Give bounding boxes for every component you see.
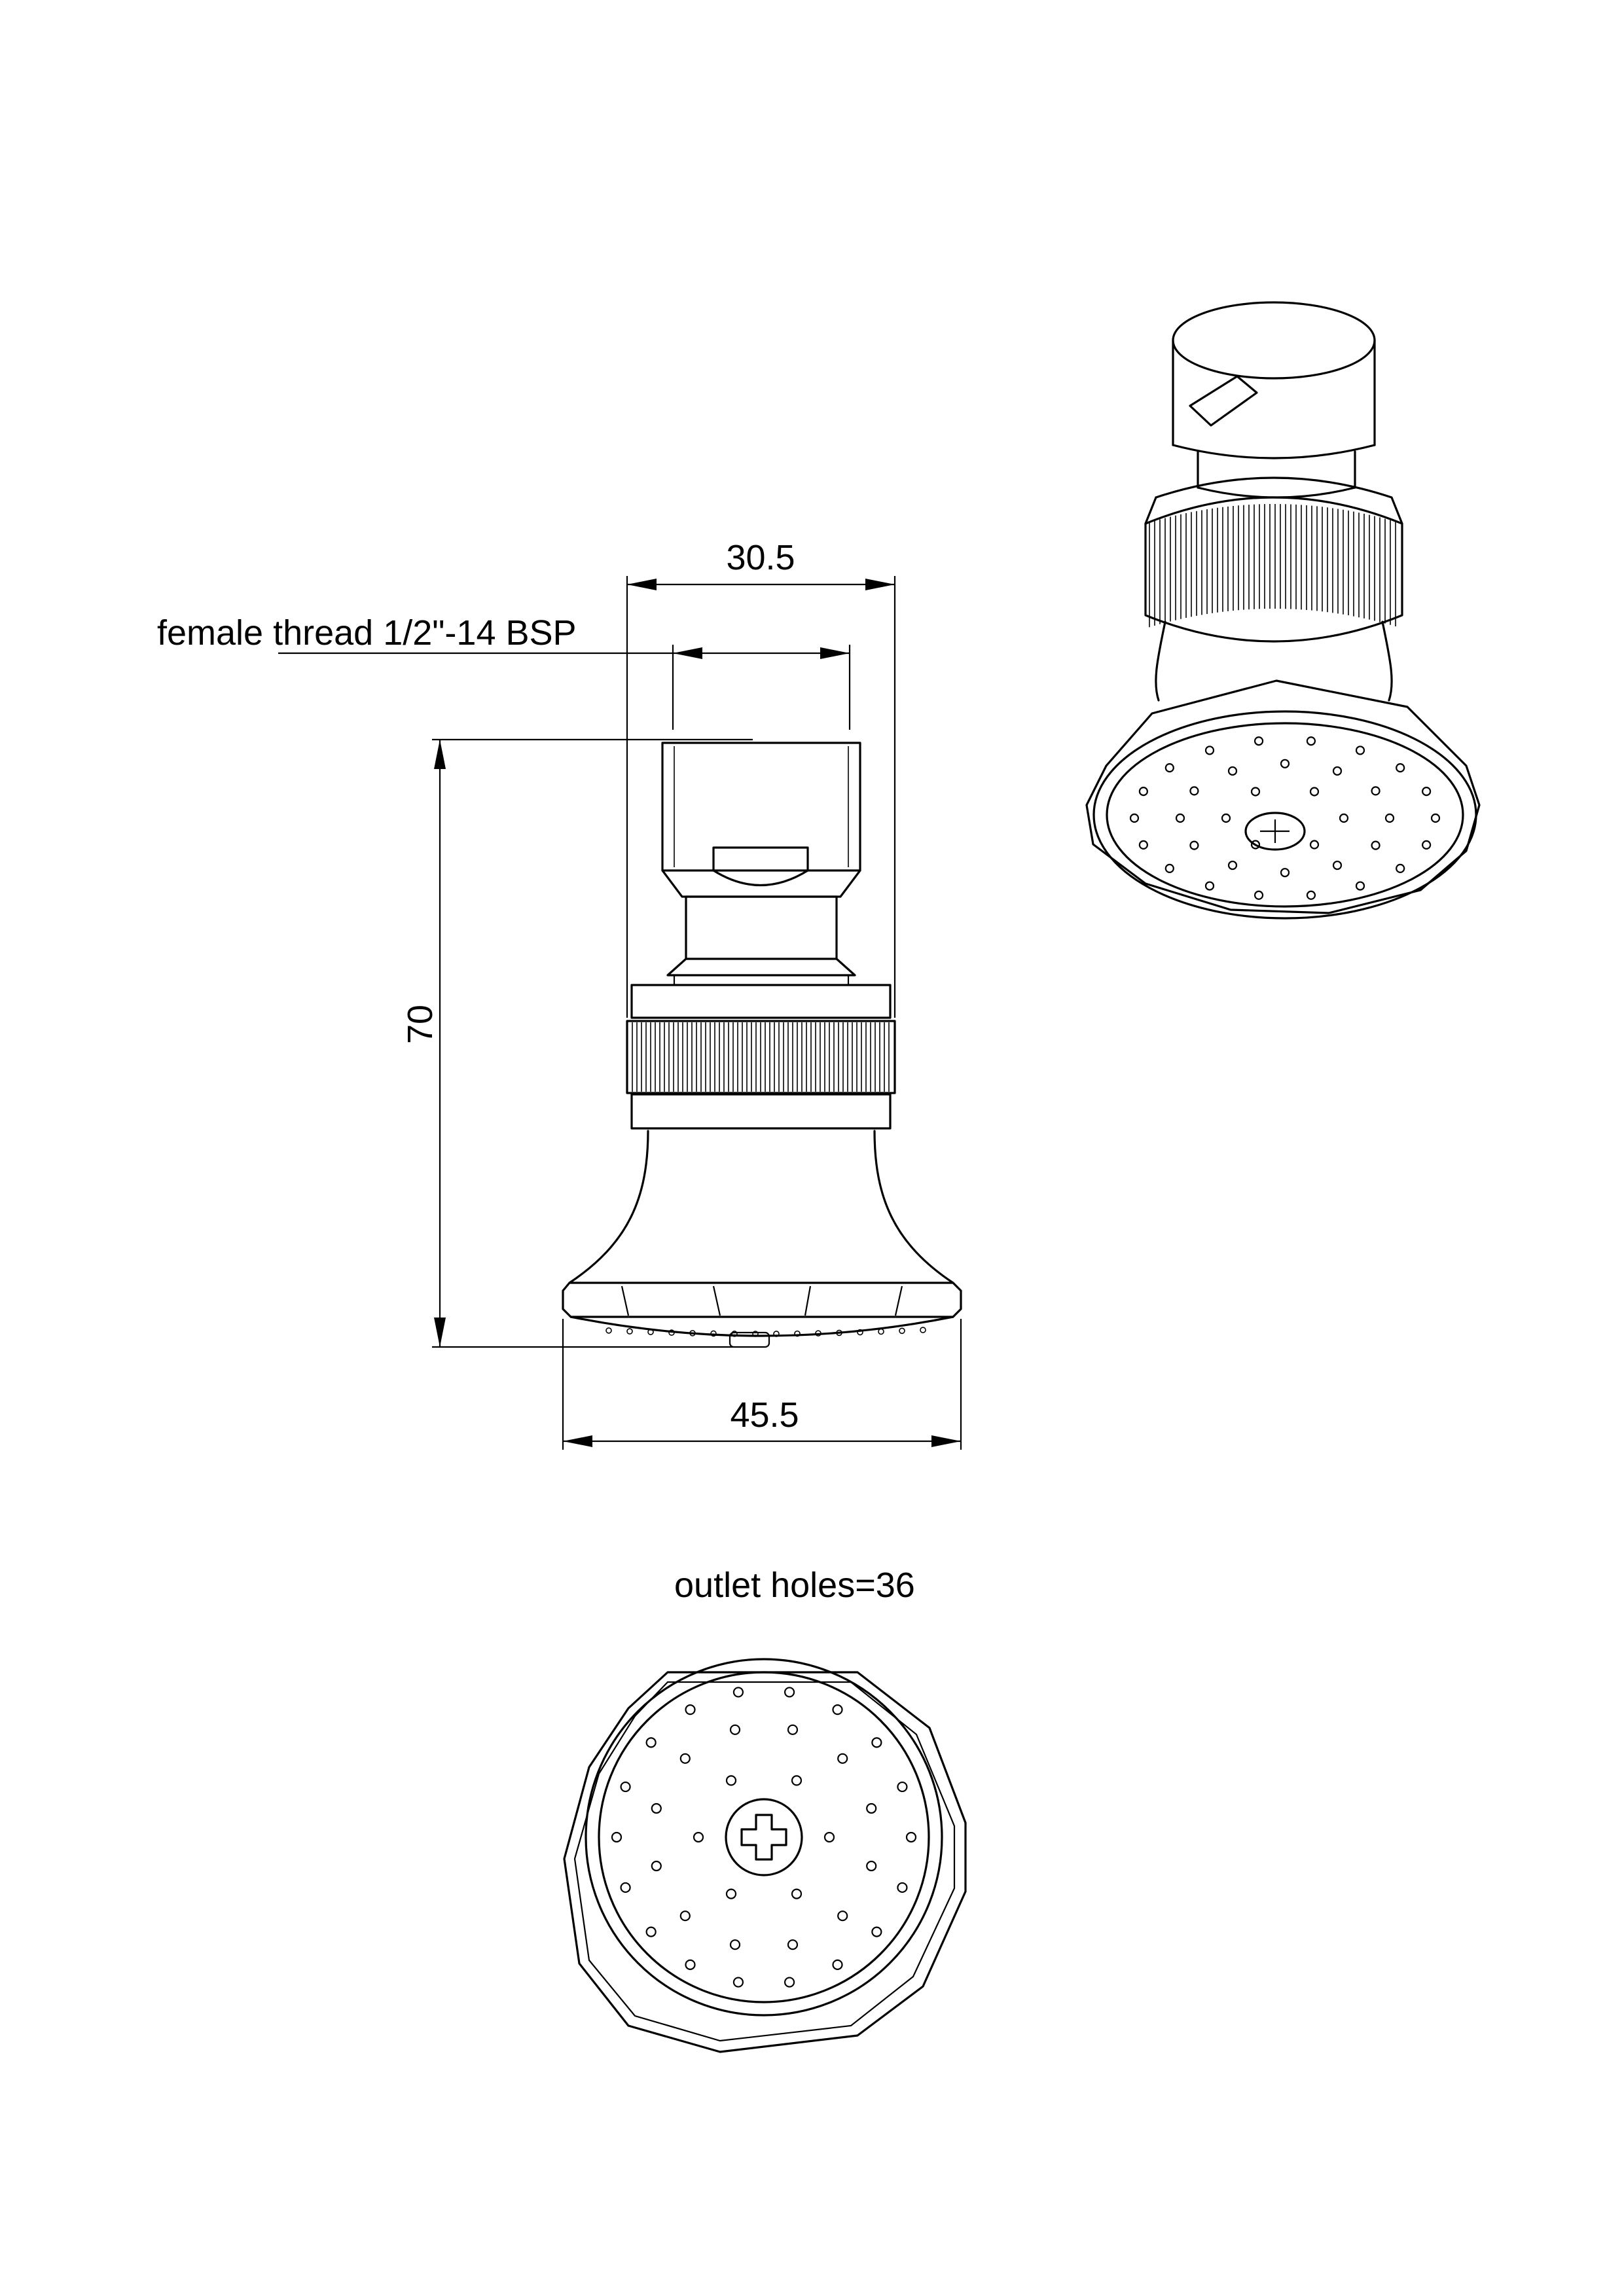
- outlet-hole: [897, 1781, 908, 1793]
- dimension-top-width: 30.5: [626, 538, 896, 1018]
- side-elevation-view: 30.5 female thread 1/2"-14 BSP 70: [157, 538, 962, 1450]
- outlet-hole: [832, 1704, 843, 1715]
- outlet-hole: [620, 1781, 631, 1793]
- iso-face-outer: [1092, 710, 1477, 920]
- outlet-hole: [784, 1687, 795, 1698]
- cross-slot: [740, 1814, 787, 1861]
- dimension-label-top-width: 30.5: [726, 538, 795, 577]
- neck: [685, 895, 838, 960]
- iso-face-holes: [1129, 736, 1441, 900]
- outlet-hole: [832, 1959, 843, 1970]
- iso-spray-head: [1085, 679, 1481, 914]
- outlet-hole: [823, 1831, 835, 1843]
- outlet-hole: [732, 1977, 744, 1988]
- outlet-hole: [685, 1959, 696, 1970]
- collar: [630, 984, 892, 1019]
- dimension-bottom-width: 45.5: [562, 1319, 962, 1450]
- outlet-hole: [732, 1687, 744, 1698]
- face-plate-inner: [598, 1671, 930, 2003]
- outlet-hole: [651, 1860, 662, 1872]
- outlet-hole: [837, 1910, 848, 1922]
- iso-center-screw: [1244, 812, 1306, 851]
- center-screw: [725, 1798, 803, 1876]
- thread-note-label: female thread 1/2"-14 BSP: [157, 613, 577, 653]
- dimension-height: 70: [401, 738, 753, 1348]
- thread-socket: [661, 742, 861, 872]
- outlet-hole: [685, 1704, 696, 1715]
- outlet-hole: [620, 1882, 631, 1893]
- outlet-hole: [645, 1737, 657, 1748]
- outlet-hole: [871, 1737, 882, 1748]
- isometric-view: [1085, 301, 1481, 920]
- outlet-hole: [837, 1753, 848, 1764]
- outlet-hole: [725, 1775, 737, 1786]
- outlet-hole: [729, 1724, 741, 1735]
- outlet-hole: [679, 1910, 691, 1922]
- outlet-hole: [611, 1831, 623, 1843]
- iso-knurled-ring: [1144, 496, 1403, 643]
- outlet-hole: [787, 1724, 799, 1735]
- outlet-hole: [866, 1860, 877, 1872]
- iso-face-inner: [1106, 722, 1464, 908]
- bottom-face-view: outlet holes=36: [563, 1566, 967, 2053]
- knurl-lines: [632, 1022, 890, 1092]
- outlet-holes-label: outlet holes=36: [674, 1566, 915, 1605]
- face-plate: [569, 1316, 954, 1337]
- outlet-holes: [611, 1687, 917, 1988]
- outlet-hole: [651, 1803, 662, 1814]
- flared-body-right: [873, 1130, 954, 1284]
- dimension-label-bottom-width: 45.5: [730, 1395, 799, 1435]
- outlet-hole: [791, 1888, 803, 1899]
- lower-collar: [630, 1093, 892, 1130]
- outlet-hole: [784, 1977, 795, 1988]
- outlet-hole: [905, 1831, 917, 1843]
- face-plate-outer: [585, 1658, 943, 2017]
- outlet-hole: [725, 1888, 737, 1899]
- outlet-hole: [866, 1803, 877, 1814]
- dimension-label-height: 70: [401, 1005, 440, 1044]
- outlet-hole: [729, 1939, 741, 1950]
- flared-body-left: [568, 1130, 649, 1284]
- outlet-hole: [693, 1831, 704, 1843]
- iso-knurl-lines: [1149, 504, 1396, 628]
- outlet-hole: [791, 1775, 803, 1786]
- iso-hex-flat: [1189, 375, 1258, 427]
- iso-socket-top: [1172, 301, 1376, 380]
- knurled-ring: [626, 1020, 896, 1094]
- face-outer-rim: [563, 1671, 967, 2053]
- dimension-thread: female thread 1/2"-14 BSP: [157, 613, 851, 730]
- outlet-hole: [871, 1926, 882, 1937]
- outlet-hole: [679, 1753, 691, 1764]
- outlet-hole: [897, 1882, 908, 1893]
- outlet-hole: [645, 1926, 657, 1937]
- outlet-hole: [787, 1939, 799, 1950]
- hex-shoulder: [661, 869, 861, 898]
